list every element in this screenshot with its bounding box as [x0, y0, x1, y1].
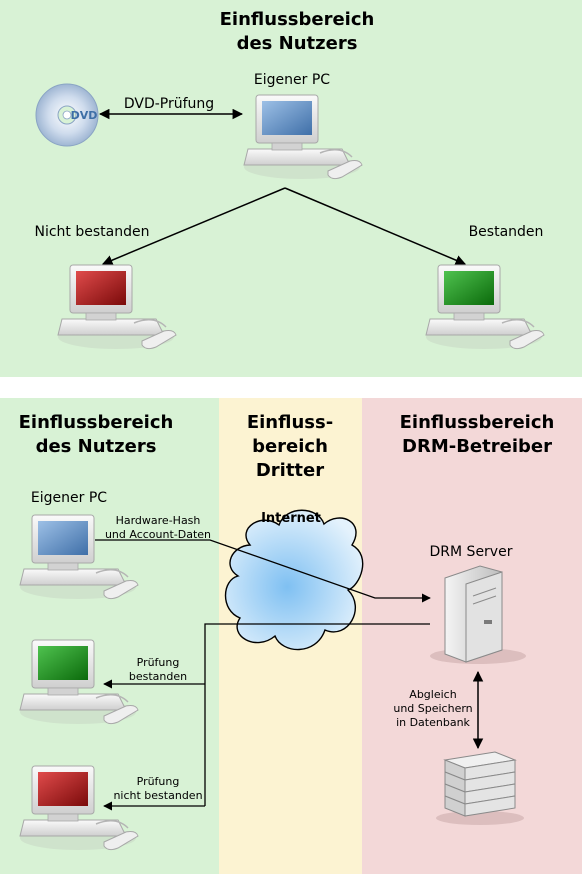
top-title-line1: Einflussbereich	[220, 9, 375, 30]
third-zone-title-line2: bereich	[252, 436, 328, 457]
top-pc-label: Eigener PC	[254, 72, 330, 88]
db-label-line2: und Speichern	[393, 702, 472, 715]
fail-response-line2: nicht bestanden	[113, 789, 202, 802]
db-label-line1: Abgleich	[409, 688, 456, 701]
dvd-check-label: DVD-Prüfung	[124, 96, 214, 112]
failed-pc-computer-icon	[57, 264, 177, 350]
dvd-disc-text: DVD	[71, 109, 98, 122]
hash-label-line1: Hardware-Hash	[116, 514, 201, 527]
pass-response-line2: bestanden	[129, 670, 187, 683]
drm-zone-title-line2: DRM-Betreiber	[402, 436, 552, 457]
drm-server-label: DRM Server	[430, 544, 513, 560]
internet-cloud-icon	[224, 509, 364, 651]
fail-response-line1: Prüfung	[137, 775, 180, 788]
pass-branch-arrow	[284, 187, 466, 266]
user-zone-title-line2: des Nutzers	[36, 436, 157, 457]
bottom-failed-pc-computer-icon	[19, 765, 139, 851]
drm-zone-title-line1: Einflussbereich	[400, 412, 555, 433]
bottom-own-pc-computer-icon	[19, 514, 139, 600]
hash-data-arrow	[95, 539, 431, 603]
bottom-passed-pc-computer-icon	[19, 639, 139, 725]
drm-server-icon	[430, 565, 526, 664]
db-label-line3: in Datenbank	[396, 716, 470, 729]
pass-response-line1: Prüfung	[137, 656, 180, 669]
fail-label: Nicht bestanden	[35, 224, 150, 240]
fail-branch-arrow	[102, 187, 286, 266]
user-zone-title-line1: Einflussbereich	[19, 412, 174, 433]
third-zone-title-line3: Dritter	[256, 460, 324, 481]
dvd-icon: DVD	[35, 83, 99, 147]
pass-label: Bestanden	[469, 224, 544, 240]
own-pc-computer-icon	[243, 94, 363, 180]
top-title-line2: des Nutzers	[237, 33, 358, 54]
response-line	[204, 623, 430, 806]
hash-label-line2: und Account-Daten	[105, 528, 211, 541]
passed-pc-computer-icon	[425, 264, 545, 350]
bottom-pc-label: Eigener PC	[31, 490, 107, 506]
internet-label: Internet	[261, 511, 321, 526]
third-zone-title-line1: Einfluss-	[247, 412, 333, 433]
database-server-stack-icon	[436, 751, 524, 825]
